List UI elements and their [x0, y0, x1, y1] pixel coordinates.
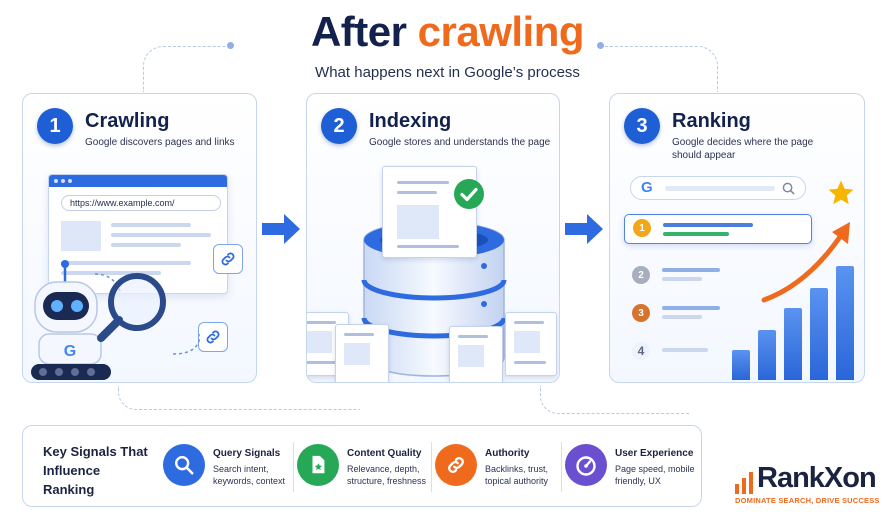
- connector-bottom-right: [540, 386, 690, 414]
- signal-description: Search intent, keywords, context: [213, 464, 286, 486]
- signal-description: Backlinks, trust, topical authority: [485, 464, 549, 486]
- step-description: Google stores and understands the page: [369, 137, 551, 148]
- link-icon: [198, 322, 228, 352]
- step-number: 2: [321, 108, 357, 144]
- star-icon: [828, 180, 854, 205]
- svg-text:G: G: [64, 343, 76, 360]
- divider: [293, 442, 294, 492]
- key-signals-panel: Key Signals That Influence Ranking Query…: [22, 425, 702, 507]
- divider: [561, 442, 562, 492]
- signal-authority: Authority Backlinks, trust, topical auth…: [435, 438, 565, 496]
- title-accent: crawling: [417, 8, 585, 55]
- signal-title: User Experience: [615, 448, 694, 459]
- robot-icon: G: [31, 260, 200, 380]
- brand-tagline: DOMINATE SEARCH, DRIVE SUCCESS: [735, 496, 880, 505]
- step-card-indexing: 2 Indexing Google stores and understands…: [306, 93, 560, 383]
- signal-content-quality: Content Quality Relevance, depth, struct…: [297, 438, 437, 496]
- step-card-crawling: 1 Crawling Google discovers pages and li…: [22, 93, 257, 383]
- medal-icon: 1: [633, 219, 651, 237]
- step-title: Ranking: [672, 110, 751, 132]
- link-icon: [213, 244, 243, 274]
- signal-description: Page speed, mobile friendly, UX: [615, 464, 695, 486]
- search-icon: [782, 182, 795, 195]
- browser-icon: https://www.example.com/: [48, 174, 228, 294]
- signal-user-experience: User Experience Page speed, mobile frien…: [565, 438, 700, 496]
- document-icon: [382, 166, 477, 258]
- divider: [431, 442, 432, 492]
- step-card-ranking: 3 Ranking Google decides where the page …: [609, 93, 865, 383]
- step-description: Google decides where the page should app…: [672, 137, 814, 161]
- checkmark-icon: [454, 179, 484, 209]
- signal-description: Relevance, depth, structure, freshness: [347, 464, 427, 486]
- title-main: After: [310, 8, 407, 55]
- bar-chart-icon: [735, 472, 753, 494]
- signal-query: Query Signals Search intent, keywords, c…: [163, 438, 293, 496]
- rank-result-4: 4: [624, 338, 812, 366]
- link-icon: [435, 444, 477, 486]
- signal-title: Authority: [485, 448, 530, 459]
- document-star-icon: [297, 444, 339, 486]
- arrow-right-icon: [565, 214, 603, 244]
- medal-icon: 3: [632, 304, 650, 322]
- signals-heading: Key Signals That Influence Ranking: [43, 444, 148, 497]
- rank-result-3: 3: [624, 300, 812, 328]
- search-icon: [163, 444, 205, 486]
- connector-dot: [597, 42, 604, 49]
- rank-result-1: 1: [624, 214, 812, 244]
- step-number: 1: [37, 108, 73, 144]
- trend-arrow-icon: [761, 222, 850, 303]
- step-title: Crawling: [85, 110, 170, 132]
- step-title: Indexing: [369, 110, 452, 132]
- medal-icon: 2: [632, 266, 650, 284]
- document-icon: [449, 326, 503, 382]
- connector-dot: [227, 42, 234, 49]
- document-icon: [335, 324, 389, 382]
- speedometer-icon: [565, 444, 607, 486]
- arrow-right-icon: [262, 214, 300, 244]
- url-bar: https://www.example.com/: [61, 195, 221, 211]
- rank-result-2: 2: [624, 262, 812, 290]
- document-icon: [505, 312, 557, 376]
- page-title: After crawling: [0, 8, 895, 56]
- signal-title: Content Quality: [347, 448, 422, 459]
- step-description: Google discovers pages and links: [85, 137, 235, 148]
- connector-top-right: [600, 46, 718, 92]
- page-subtitle: What happens next in Google’s process: [315, 64, 580, 81]
- connector-bottom-left: [118, 386, 360, 410]
- step-number: 3: [624, 108, 660, 144]
- search-bar: G: [630, 176, 806, 200]
- magnifier-icon: [97, 273, 166, 342]
- bar-chart-icon: [730, 254, 860, 380]
- rank-number: 4: [632, 342, 650, 360]
- signal-title: Query Signals: [213, 448, 281, 459]
- connector-top-left: [143, 46, 233, 92]
- google-g-icon: G: [641, 179, 653, 196]
- brand-name: RankXon: [757, 462, 877, 494]
